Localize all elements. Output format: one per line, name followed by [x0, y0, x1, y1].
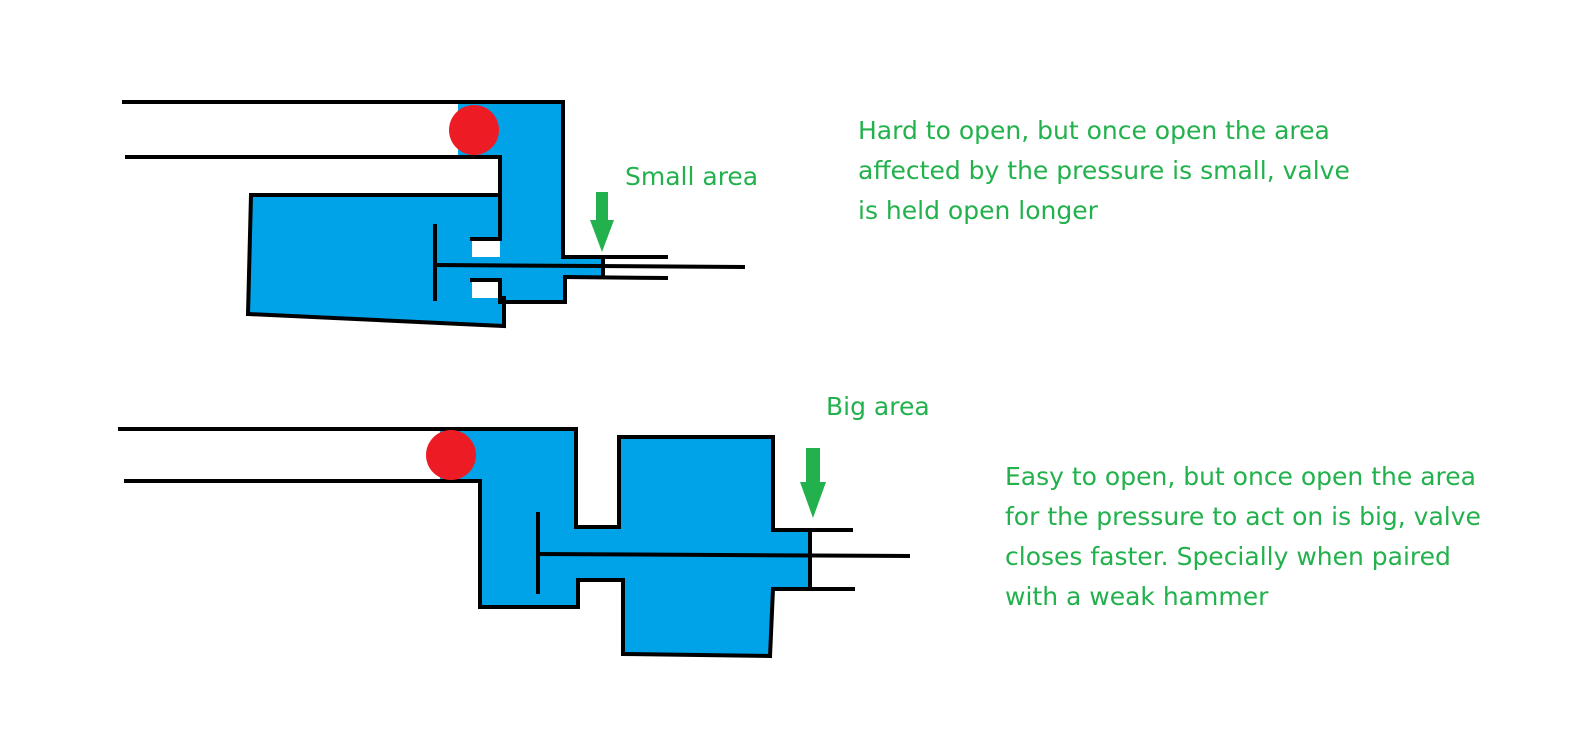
small-area-label: Small area — [625, 157, 758, 197]
top-valve-slot-upper — [472, 239, 500, 257]
top-description-line: affected by the pressure is small, valve — [858, 156, 1350, 185]
bottom-valve-body — [440, 429, 810, 656]
small-area-label-text: Small area — [625, 162, 759, 191]
bottom-description-line: with a weak hammer — [1005, 582, 1269, 611]
top-description-line: Hard to open, but once open the area — [858, 116, 1330, 145]
bottom-valve-description: Easy to open, but once open the area for… — [1005, 457, 1481, 617]
bottom-description-line: Easy to open, but once open the area — [1005, 462, 1476, 491]
big-area-label: Big area — [826, 387, 930, 427]
bottom-description-line: for the pressure to act on is big, valve — [1005, 502, 1481, 531]
big-area-label-text: Big area — [826, 392, 930, 421]
bottom-ball-icon — [426, 430, 476, 480]
top-valve-diagram — [122, 100, 746, 329]
top-valve-body — [248, 102, 603, 326]
top-ball-icon — [449, 105, 499, 155]
bottom-valve-diagram — [118, 427, 911, 659]
top-valve-description: Hard to open, but once open the area aff… — [858, 111, 1350, 231]
top-valve-slot-lower — [472, 280, 500, 298]
top-pressure-arrow-icon — [590, 192, 614, 252]
bottom-pressure-arrow-icon — [800, 448, 826, 518]
bottom-description-line: closes faster. Specially when paired — [1005, 542, 1451, 571]
top-description-line: is held open longer — [858, 196, 1098, 225]
